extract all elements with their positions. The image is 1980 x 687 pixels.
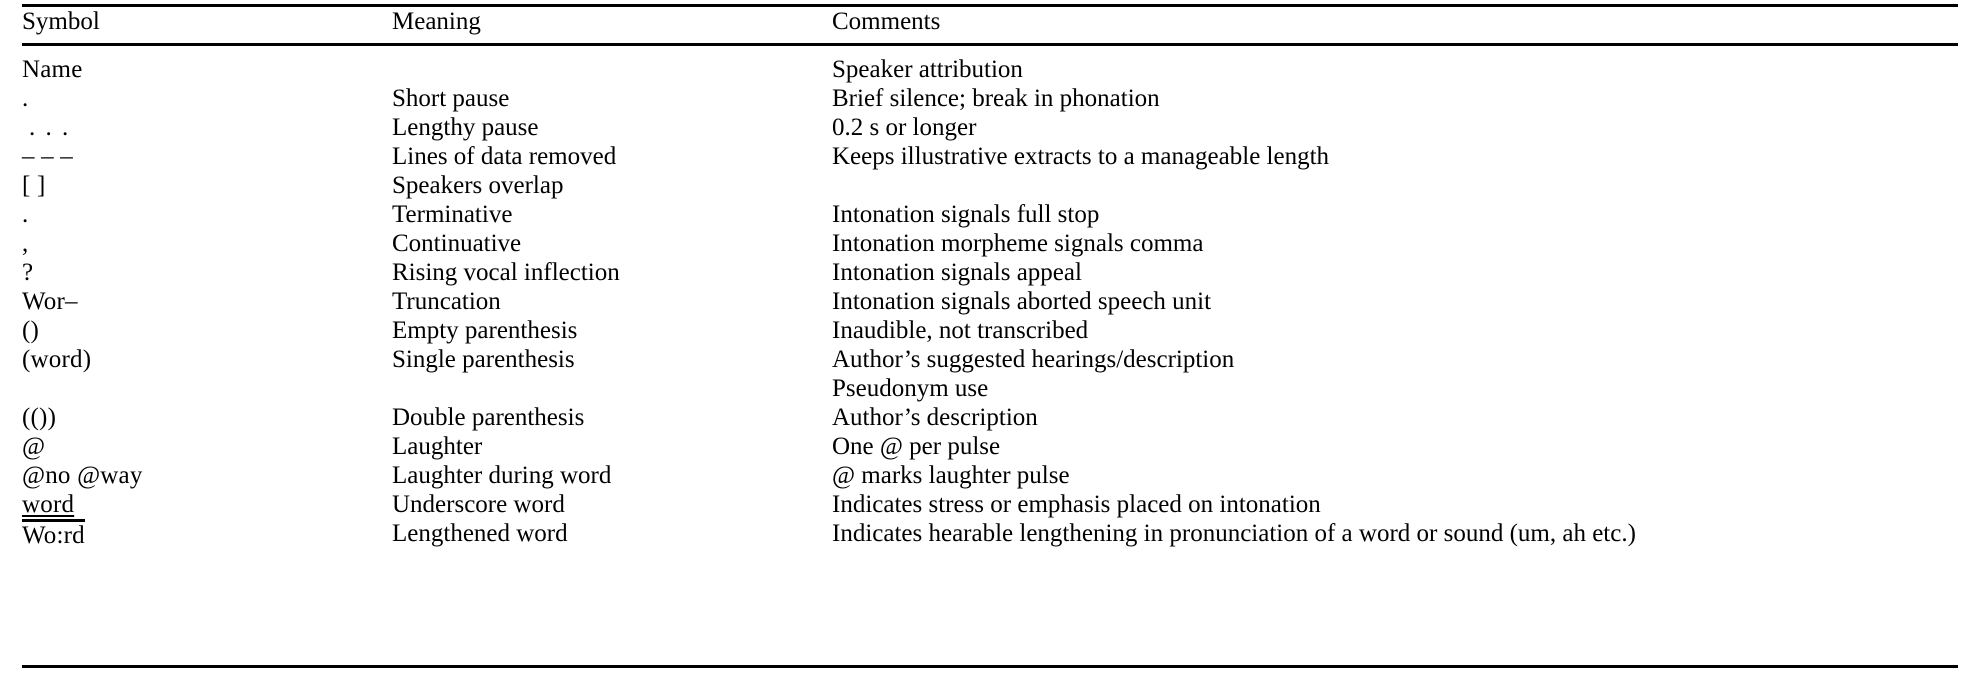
cell-meaning: Underscore word bbox=[392, 491, 565, 518]
cell-comments: Intonation signals full stop bbox=[832, 201, 1100, 228]
cell-comments: Inaudible, not transcribed bbox=[832, 317, 1089, 344]
cell-symbol: [ ] bbox=[22, 172, 46, 199]
column-header-comments: Comments bbox=[832, 8, 941, 35]
cell-comments: 0.2 s or longer bbox=[832, 114, 977, 141]
table-row: () Empty parenthesis Inaudible, not tran… bbox=[22, 316, 1958, 345]
table-row: [ ] Speakers overlap bbox=[22, 171, 1958, 200]
header-row: Symbol Meaning Comments bbox=[22, 0, 1958, 46]
cell-symbol: . bbox=[22, 201, 29, 228]
cell-comments: Pseudonym use bbox=[832, 375, 989, 402]
cell-symbol: . bbox=[22, 85, 29, 112]
cell-comments: Brief silence; break in phonation bbox=[832, 85, 1160, 112]
cell-symbol: @no @way bbox=[22, 462, 143, 489]
table-row: . . . Lengthy pause 0.2 s or longer bbox=[22, 113, 1958, 142]
cell-meaning: Laughter bbox=[392, 433, 483, 460]
table-row: (word) Single parenthesis Author’s sugge… bbox=[22, 345, 1958, 374]
transcription-notation-table: Symbol Meaning Comments Name Speaker att… bbox=[22, 0, 1958, 550]
table-row: ? Rising vocal inflection Intonation sig… bbox=[22, 258, 1958, 287]
cell-symbol: , bbox=[22, 230, 29, 257]
cell-meaning bbox=[392, 374, 832, 403]
cell-comments: One @ per pulse bbox=[832, 433, 1001, 460]
cell-symbol: Wo:rd bbox=[22, 519, 392, 550]
table-header-rule bbox=[22, 43, 1958, 46]
table-row: Pseudonym use bbox=[22, 374, 1958, 403]
table-body: Name Speaker attribution . Short pause B… bbox=[22, 46, 1958, 550]
table-row: (()) Double parenthesis Author’s descrip… bbox=[22, 403, 1958, 432]
table-row: @no @way Laughter during word @ marks la… bbox=[22, 461, 1958, 490]
table-row: @ Laughter One @ per pulse bbox=[22, 432, 1958, 461]
cell-comments: Speaker attribution bbox=[832, 56, 1023, 83]
cell-symbol: . . . bbox=[29, 114, 71, 141]
table-top-rule bbox=[22, 4, 1958, 7]
cell-symbol: Name bbox=[22, 56, 83, 83]
cell-comments: Author’s suggested hearings/description bbox=[832, 346, 1235, 373]
cell-meaning: Rising vocal inflection bbox=[392, 259, 620, 286]
cell-comments: Keeps illustrative extracts to a managea… bbox=[832, 143, 1330, 170]
table-row: Wor– Truncation Intonation signals abort… bbox=[22, 287, 1958, 316]
overlined-word-symbol: Wo:rd bbox=[22, 519, 85, 549]
cell-meaning bbox=[392, 46, 832, 84]
table-header: Symbol Meaning Comments bbox=[22, 0, 1958, 46]
cell-meaning: Single parenthesis bbox=[392, 346, 575, 373]
cell-symbol: – – – bbox=[22, 143, 73, 170]
cell-meaning: Terminative bbox=[392, 201, 513, 228]
cell-comments: Indicates hearable lengthening in pronun… bbox=[832, 520, 1636, 547]
cell-meaning: Continuative bbox=[392, 230, 522, 257]
cell-symbol: @ bbox=[22, 433, 46, 460]
cell-comments: Intonation morpheme signals comma bbox=[832, 230, 1204, 257]
cell-meaning: Truncation bbox=[392, 288, 501, 315]
cell-meaning: Double parenthesis bbox=[392, 404, 585, 431]
table-row: , Continuative Intonation morpheme signa… bbox=[22, 229, 1958, 258]
cell-symbol: Wor– bbox=[22, 288, 78, 315]
cell-meaning: Lengthy pause bbox=[392, 114, 539, 141]
cell-symbol: word bbox=[22, 490, 392, 519]
cell-meaning: Lines of data removed bbox=[392, 143, 617, 170]
underlined-word-symbol: word bbox=[22, 491, 75, 518]
cell-comments: Intonation signals aborted speech unit bbox=[832, 288, 1212, 315]
table-bottom-rule bbox=[22, 665, 1958, 668]
cell-comments: Intonation signals appeal bbox=[832, 259, 1082, 286]
table-row: word Underscore word Indicates stress or… bbox=[22, 490, 1958, 519]
cell-meaning: Lengthened word bbox=[392, 520, 568, 547]
column-header-symbol: Symbol bbox=[22, 8, 100, 35]
table-row: . Terminative Intonation signals full st… bbox=[22, 200, 1958, 229]
cell-symbol: () bbox=[22, 317, 40, 344]
table-row: . Short pause Brief silence; break in ph… bbox=[22, 84, 1958, 113]
cell-meaning: Speakers overlap bbox=[392, 172, 564, 199]
cell-meaning: Empty parenthesis bbox=[392, 317, 578, 344]
cell-comments: Indicates stress or emphasis placed on i… bbox=[832, 491, 1321, 518]
table-row: Wo:rd Lengthened word Indicates hearable… bbox=[22, 519, 1958, 550]
cell-symbol: (word) bbox=[22, 346, 92, 373]
cell-comments bbox=[832, 171, 1958, 200]
cell-symbol: (()) bbox=[22, 404, 57, 431]
cell-symbol: ? bbox=[22, 259, 34, 286]
cell-meaning: Short pause bbox=[392, 85, 510, 112]
cell-comments: @ marks laughter pulse bbox=[832, 462, 1070, 489]
cell-comments: Author’s description bbox=[832, 404, 1038, 431]
column-header-meaning: Meaning bbox=[392, 8, 481, 35]
table-row: Name Speaker attribution bbox=[22, 46, 1958, 84]
table-row: – – – Lines of data removed Keeps illust… bbox=[22, 142, 1958, 171]
cell-symbol bbox=[22, 374, 392, 403]
cell-meaning: Laughter during word bbox=[392, 462, 612, 489]
